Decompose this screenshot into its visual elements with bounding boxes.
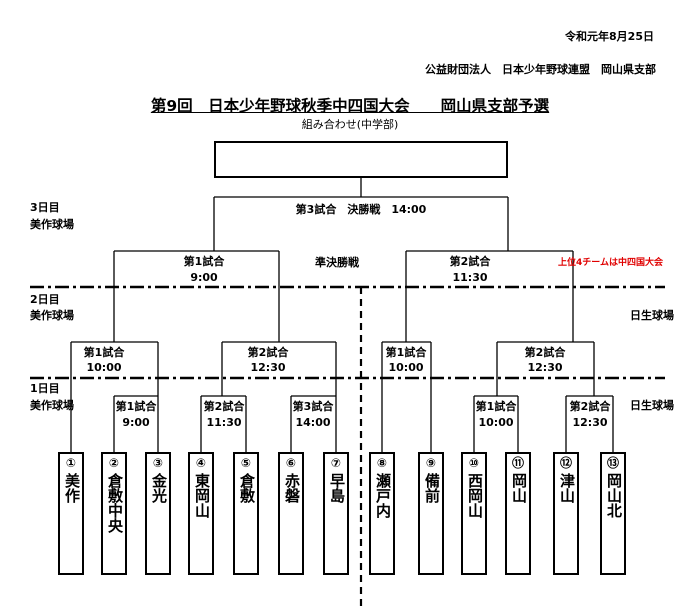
day2-right-game1-label: 第1試合 xyxy=(385,346,427,359)
page-title: 第9回 日本少年野球秋季中四国大会 岡山県支部予選 xyxy=(150,97,550,115)
team-number: ⑧ xyxy=(376,456,388,470)
day1-left-game2-time: 11:30 xyxy=(206,416,242,429)
day2-left-game1-time: 10:00 xyxy=(86,361,122,374)
team-name: 美作 xyxy=(63,473,81,503)
day1-label: 1日目 xyxy=(30,382,60,395)
champion-box xyxy=(214,141,508,178)
day1-right-game1-time: 10:00 xyxy=(478,416,514,429)
team-number: ⑥ xyxy=(285,456,297,470)
team-name: 西岡山 xyxy=(466,473,484,518)
organization-name: 公益財団法人 日本少年野球連盟 岡山県支部 xyxy=(425,63,656,76)
team-number: ⑫ xyxy=(559,456,572,470)
day1-left-game2-label: 第2試合 xyxy=(203,400,245,413)
team-number: ⑩ xyxy=(468,456,480,470)
team-number: ⑦ xyxy=(330,456,342,470)
team-box: ⑫ 津山 xyxy=(553,452,579,575)
team-name: 津山 xyxy=(558,473,576,503)
team-number: ① xyxy=(65,456,77,470)
team-box: ⑥ 赤磐 xyxy=(278,452,304,575)
team-name: 岡山 xyxy=(510,473,528,503)
qualification-note: 上位4チームは中四国大会 xyxy=(558,258,663,268)
semifinal-game1-label: 第1試合 xyxy=(183,255,225,268)
day2-right-game2-time: 12:30 xyxy=(527,361,563,374)
semifinal-game1-time: 9:00 xyxy=(190,271,218,284)
team-number: ⑪ xyxy=(511,456,524,470)
day1-right-game2-time: 12:30 xyxy=(572,416,608,429)
day1-left-game3-label: 第3試合 xyxy=(292,400,334,413)
team-box: ② 倉敷中央 xyxy=(101,452,127,575)
day1-right-game2-label: 第2試合 xyxy=(569,400,611,413)
day1-left-game1-label: 第1試合 xyxy=(115,400,157,413)
team-box: ⑤ 倉敷 xyxy=(233,452,259,575)
team-box: ⑧ 瀬戸内 xyxy=(369,452,395,575)
semifinal-game2-label: 第2試合 xyxy=(449,255,491,268)
team-number: ③ xyxy=(152,456,164,470)
day2-label: 2日目 xyxy=(30,293,60,306)
team-box: ④ 東岡山 xyxy=(188,452,214,575)
team-name: 岡山北 xyxy=(605,473,623,518)
day1-left-game1-time: 9:00 xyxy=(122,416,150,429)
team-number: ⑨ xyxy=(425,456,437,470)
team-name: 瀬戸内 xyxy=(374,473,392,518)
team-number: ④ xyxy=(195,456,207,470)
team-box: ⑨ 備前 xyxy=(418,452,444,575)
day3-label: 3日目 xyxy=(30,201,60,214)
team-box: ③ 金光 xyxy=(145,452,171,575)
team-name: 早島 xyxy=(328,473,346,503)
team-box: ⑦ 早島 xyxy=(323,452,349,575)
day2-right-game1-time: 10:00 xyxy=(388,361,424,374)
day2-left-game2-label: 第2試合 xyxy=(247,346,289,359)
day2-venue-right: 日生球場 xyxy=(630,309,674,322)
team-number: ② xyxy=(108,456,120,470)
day2-left-game1-label: 第1試合 xyxy=(83,346,125,359)
document-date: 令和元年8月25日 xyxy=(565,30,654,43)
team-name: 倉敷中央 xyxy=(106,473,124,533)
team-box: ⑬ 岡山北 xyxy=(600,452,626,575)
day2-right-game2-label: 第2試合 xyxy=(524,346,566,359)
team-name: 金光 xyxy=(150,473,168,503)
team-number: ⑤ xyxy=(240,456,252,470)
semifinal-game2-time: 11:30 xyxy=(452,271,488,284)
day1-left-game3-time: 14:00 xyxy=(295,416,331,429)
day3-venue: 美作球場 xyxy=(30,218,74,231)
team-name: 倉敷 xyxy=(238,473,256,503)
day1-venue-right: 日生球場 xyxy=(630,399,674,412)
team-box: ① 美作 xyxy=(58,452,84,575)
team-name: 赤磐 xyxy=(283,473,301,503)
semifinal-label: 準決勝戦 xyxy=(315,256,359,269)
team-name: 備前 xyxy=(423,473,441,503)
page-subtitle: 組み合わせ(中学部) xyxy=(301,118,399,131)
final-label: 第3試合 決勝戦 14:00 xyxy=(292,203,430,216)
team-box: ⑩ 西岡山 xyxy=(461,452,487,575)
day1-right-game1-label: 第1試合 xyxy=(475,400,517,413)
day2-left-game2-time: 12:30 xyxy=(250,361,286,374)
day2-venue-left: 美作球場 xyxy=(30,309,74,322)
team-box: ⑪ 岡山 xyxy=(505,452,531,575)
team-number: ⑬ xyxy=(606,456,619,470)
team-name: 東岡山 xyxy=(193,473,211,518)
day1-venue-left: 美作球場 xyxy=(30,399,74,412)
